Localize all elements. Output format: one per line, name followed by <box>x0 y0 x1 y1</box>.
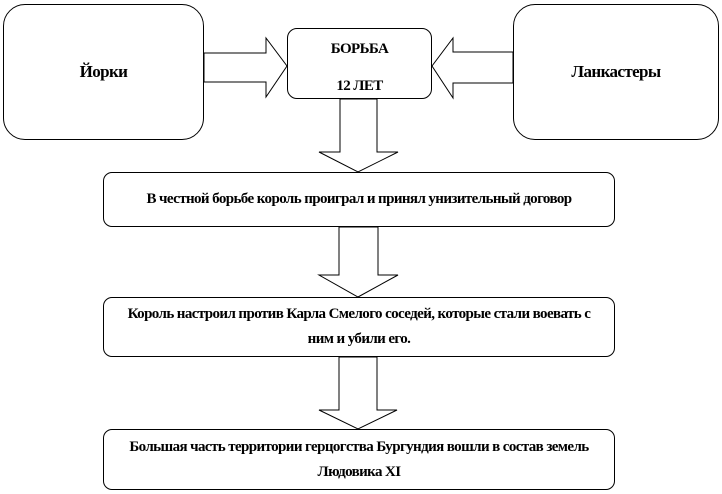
arrow-down-icon <box>318 98 399 173</box>
arrow-left-icon <box>431 36 514 100</box>
step-text: В честной борьбе король проиграл и приня… <box>146 191 573 207</box>
struggle-title: БОРЬБА <box>330 41 389 57</box>
step-box-3: Большая часть территории герцогства Бург… <box>103 429 615 490</box>
step-text: Король настроил против Карла Смелого сос… <box>127 306 591 347</box>
yorks-box: Йорки <box>3 4 204 140</box>
arrow-right-icon <box>203 36 288 99</box>
step-box-1: В честной борьбе король проиграл и приня… <box>103 172 615 227</box>
lancasters-label: Ланкастеры <box>571 62 661 81</box>
arrow-down-icon <box>318 356 398 430</box>
step-box-2: Король настроил против Карла Смелого сос… <box>103 297 615 357</box>
step-text: Большая часть территории герцогства Бург… <box>129 438 589 480</box>
arrow-down-icon <box>317 226 399 298</box>
struggle-duration: 12 ЛЕТ <box>336 78 383 94</box>
yorks-label: Йорки <box>79 62 128 81</box>
lancasters-box: Ланкастеры <box>513 4 719 140</box>
struggle-box: БОРЬБА 12 ЛЕТ <box>287 28 432 99</box>
